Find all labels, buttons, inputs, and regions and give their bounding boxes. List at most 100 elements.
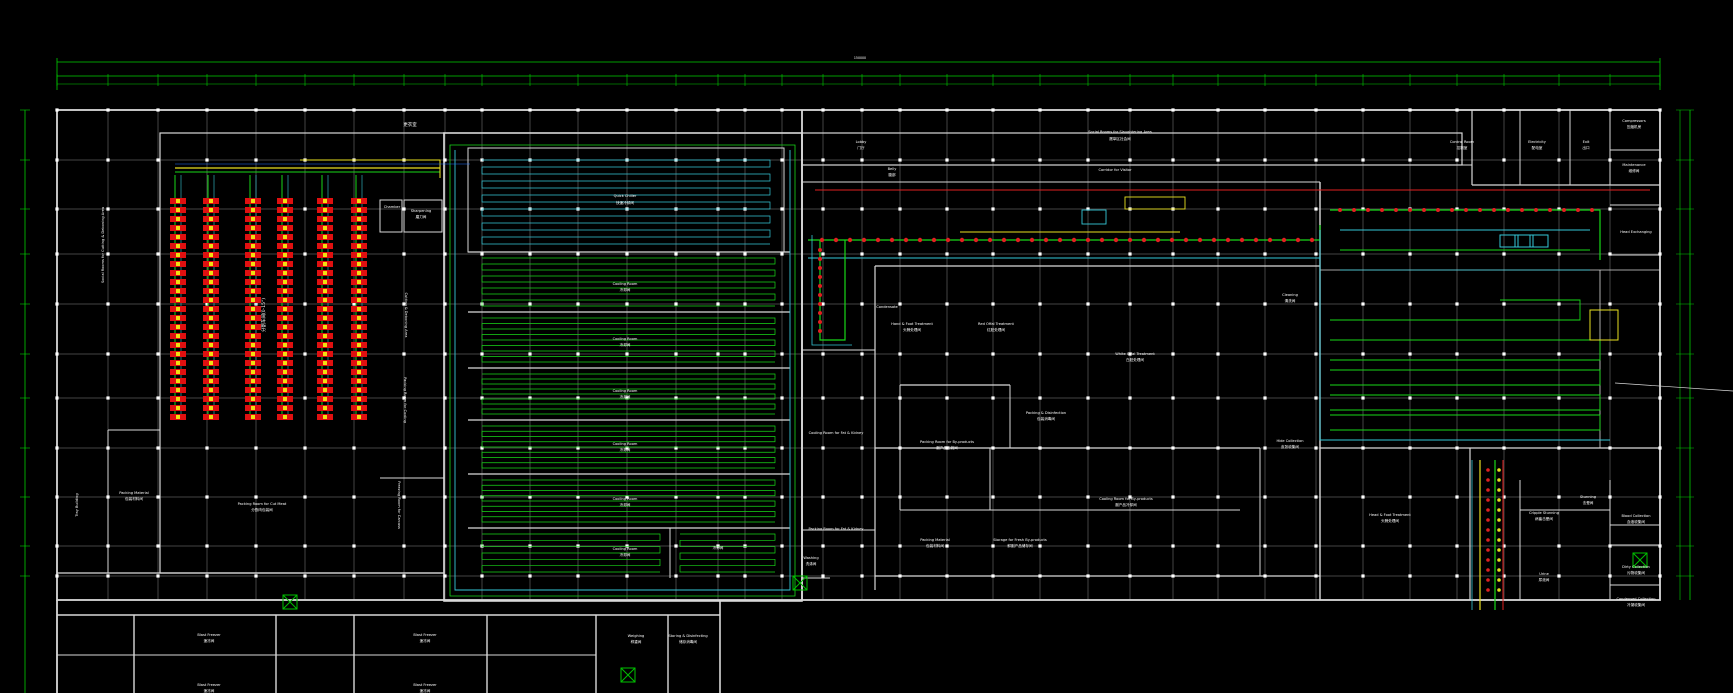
carcass-hook [251, 397, 255, 401]
column [303, 302, 307, 306]
slaughter-line [808, 189, 1650, 610]
room-label-head-foot-cn: 头蹄处理间 [1381, 518, 1399, 523]
column [945, 158, 949, 162]
marker-box-2 [620, 667, 636, 683]
leader-line [1614, 382, 1733, 392]
room-label-blood-collection-cn: 血液收集间 [1627, 519, 1645, 524]
column [1455, 252, 1459, 256]
carcass-hook [251, 289, 255, 293]
hook [1295, 237, 1301, 243]
hook [1497, 528, 1501, 532]
column [1263, 207, 1267, 211]
carcass-hook [209, 316, 213, 320]
column [205, 544, 209, 548]
column [780, 252, 784, 256]
column [156, 574, 160, 578]
column [1128, 396, 1132, 400]
carcass-hook [251, 316, 255, 320]
column [674, 574, 678, 578]
carcass-hook [283, 271, 287, 275]
column [625, 544, 629, 548]
room-label-packing-disinfection: Packing & Disinfection [1026, 411, 1066, 415]
cooling-rail-small-2 [679, 533, 776, 573]
column [106, 544, 110, 548]
carcass-hook [323, 289, 327, 293]
column [743, 574, 747, 578]
room-label-social-slaughtering-cn: 屠宰区社会间 [1109, 136, 1131, 141]
hook [818, 266, 822, 270]
room-label-packing-byproducts-cn: 副产品包装间 [936, 445, 958, 450]
column [1408, 352, 1412, 356]
column [780, 158, 784, 162]
column [860, 396, 864, 400]
column [156, 544, 160, 548]
column [106, 574, 110, 578]
column [1408, 108, 1412, 112]
room-label-corridor-visitor: Corridor for Visitor [1098, 168, 1132, 172]
column [780, 544, 784, 548]
column [991, 252, 995, 256]
column [1608, 544, 1612, 548]
carcass-hook [323, 253, 327, 257]
hook [1486, 498, 1490, 502]
room-label-dirty-collection-cn: 污物收集间 [1627, 570, 1645, 575]
carcass-hook [209, 244, 213, 248]
column [945, 495, 949, 499]
column [1171, 108, 1175, 112]
column [1455, 495, 1459, 499]
column [254, 544, 258, 548]
cooling-rail-3 [481, 425, 776, 469]
column [1658, 446, 1662, 450]
column [780, 574, 784, 578]
column [1455, 396, 1459, 400]
column [1038, 446, 1042, 450]
column [156, 446, 160, 450]
carcass-hook [357, 280, 361, 284]
carcass-hook [283, 262, 287, 266]
hook [1506, 208, 1510, 212]
column [1361, 108, 1365, 112]
column [1502, 495, 1506, 499]
column [821, 446, 825, 450]
carcass-hook [283, 388, 287, 392]
column [821, 544, 825, 548]
quick-chiller-rail [481, 159, 771, 245]
carcass-hook [209, 307, 213, 311]
column [1086, 207, 1090, 211]
column [1128, 302, 1132, 306]
column [674, 352, 678, 356]
column [1171, 352, 1175, 356]
carcass-hook [283, 370, 287, 374]
carcass-hook [251, 271, 255, 275]
hook [833, 237, 839, 243]
hook [1225, 237, 1231, 243]
carcass-hook [209, 262, 213, 266]
column [1361, 352, 1365, 356]
carcass-hook [323, 271, 327, 275]
column [1171, 544, 1175, 548]
column [991, 544, 995, 548]
hook [1486, 518, 1490, 522]
column [1314, 252, 1318, 256]
room-label-hide-collection-cn: 皮张收集间 [1281, 444, 1299, 449]
column [945, 207, 949, 211]
column [898, 446, 902, 450]
column [1502, 544, 1506, 548]
carcass-hook [176, 406, 180, 410]
column [1408, 446, 1412, 450]
equipment [1499, 234, 1519, 248]
column [443, 158, 447, 162]
carcass-hanging-lines [170, 159, 470, 420]
hook [1534, 208, 1538, 212]
column [625, 495, 629, 499]
carcass-hook [323, 217, 327, 221]
column [860, 108, 864, 112]
carcass-hook [176, 235, 180, 239]
offal-rail-top [1330, 299, 1581, 321]
carcass-hook [209, 289, 213, 293]
carcass-hook [251, 334, 255, 338]
column [821, 495, 825, 499]
carcass-hook [283, 352, 287, 356]
column [1408, 158, 1412, 162]
column [402, 544, 406, 548]
